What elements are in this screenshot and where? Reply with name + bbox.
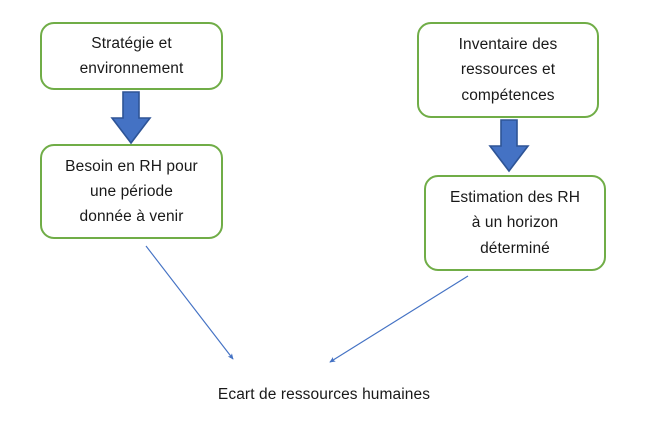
node-strategie-line-2: environnement — [79, 60, 184, 77]
node-besoin-rh[interactable]: Besoin en RH pour une période donnée à v… — [40, 144, 223, 239]
node-inventaire-line-1: Inventaire des — [458, 36, 558, 54]
node-strategie-environnement[interactable]: Stratégie et environnement — [40, 22, 223, 90]
node-besoin-line-2: une période — [90, 182, 173, 200]
node-strategie-line-1: Stratégie et — [91, 34, 172, 52]
node-besoin-line-3: donnée à venir — [79, 208, 184, 226]
node-inventaire-line-2: ressources et — [460, 61, 556, 79]
node-estimation-line-1: Estimation des RH — [449, 189, 581, 207]
node-estimation-line-2: à un horizon — [471, 214, 559, 232]
diagonal-arrow-icon-right — [329, 275, 469, 363]
node-estimation-line-3: déterminé — [480, 239, 550, 257]
node-inventaire-line-3: compétences — [461, 86, 555, 104]
node-besoin-line-1: Besoin en RH pour — [65, 157, 198, 175]
diagonal-arrow-icon-left — [145, 245, 234, 360]
down-block-arrow-icon-left — [110, 91, 152, 145]
down-block-arrow-icon-right — [488, 119, 530, 173]
node-estimation-rh[interactable]: Estimation des RH à un horizon déterminé — [424, 175, 606, 271]
caption-ecart-ressources-humaines: Ecart de ressources humaines — [217, 386, 431, 403]
node-inventaire-ressources[interactable]: Inventaire des ressources et compétences — [417, 22, 599, 118]
